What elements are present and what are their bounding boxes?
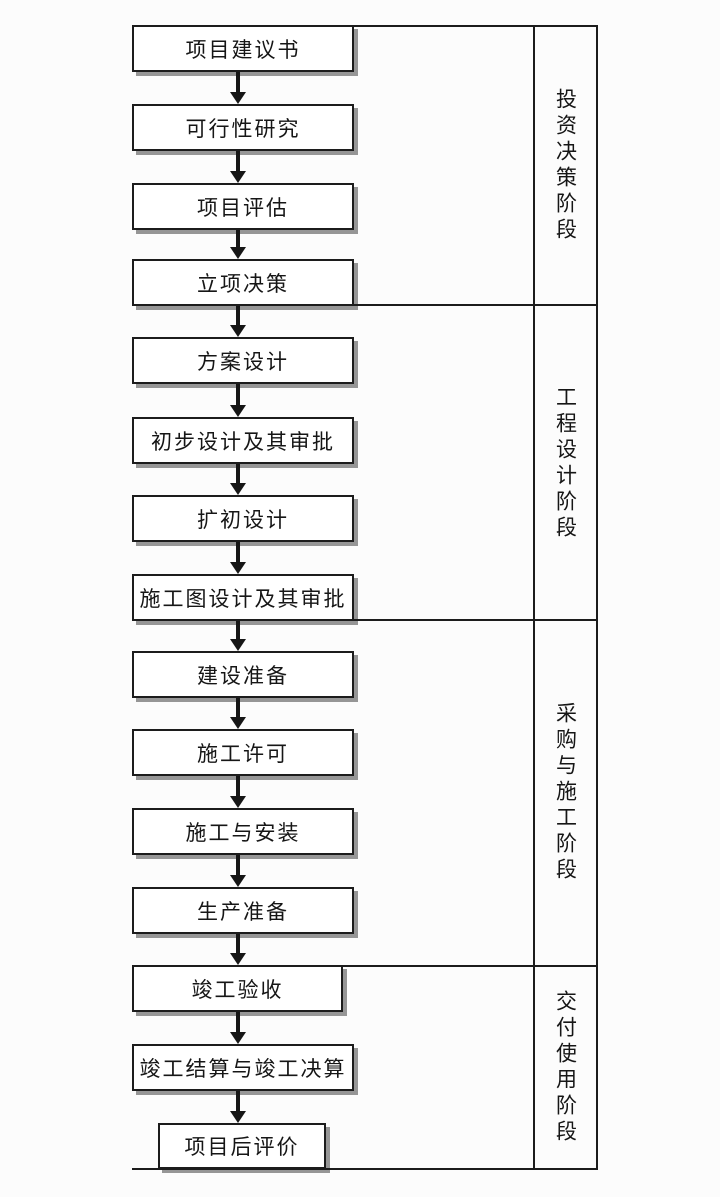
flow-step-label: 竣工验收 [191, 977, 284, 1002]
flow-arrow-down-14 [230, 1091, 246, 1123]
phase-band-investment-decision: 投资决策阶段 [533, 25, 598, 306]
flow-step-label: 项目建议书 [185, 37, 301, 62]
flow-step-box-5: 方案设计 [132, 337, 354, 384]
phase-boundary-line-top [352, 25, 598, 27]
phase-boundary-line-2 [352, 619, 598, 621]
flow-step-label: 项目后评价 [184, 1135, 300, 1159]
phase-band-procurement-construction: 采购与施工阶段 [533, 621, 598, 965]
flow-step-label: 施工许可 [197, 741, 289, 766]
flow-step-label: 初步设计及其审批 [151, 429, 335, 454]
flow-arrow-down-13 [230, 1012, 246, 1044]
phase-boundary-line-3 [341, 965, 598, 967]
flow-step-label: 生产准备 [197, 899, 289, 924]
flow-step-box-11: 施工与安装 [132, 808, 354, 855]
flow-step-box-12: 生产准备 [132, 887, 354, 934]
phase-label: 投资决策阶段 [553, 87, 578, 244]
flow-step-label: 方案设计 [197, 349, 289, 374]
flow-arrow-down-11 [230, 855, 246, 887]
flow-step-box-13: 竣工验收 [132, 965, 343, 1012]
flow-step-box-2: 可行性研究 [132, 104, 354, 151]
flow-step-box-15: 项目后评价 [158, 1123, 326, 1169]
flow-step-box-8: 施工图设计及其审批 [132, 574, 354, 621]
flow-arrow-down-2 [230, 151, 246, 183]
flow-arrow-down-10 [230, 776, 246, 808]
flow-step-label: 施工图设计及其审批 [139, 586, 347, 611]
flow-step-box-9: 建设准备 [132, 651, 354, 698]
phase-label: 采购与施工阶段 [553, 702, 578, 884]
flow-arrow-down-9 [230, 698, 246, 729]
phase-label: 工程设计阶段 [553, 385, 578, 542]
phase-band-delivery-use: 交付使用阶段 [533, 965, 598, 1170]
flow-step-label: 可行性研究 [185, 116, 301, 141]
flow-step-label: 建设准备 [197, 663, 289, 688]
phase-band-engineering-design: 工程设计阶段 [533, 306, 598, 621]
flow-arrow-down-5 [230, 384, 246, 417]
flow-step-box-6: 初步设计及其审批 [132, 417, 354, 464]
flow-step-label: 立项决策 [197, 271, 289, 296]
flow-step-box-1: 项目建议书 [132, 25, 354, 72]
phase-boundary-line-bottom [132, 1168, 598, 1170]
flow-step-label: 施工与安装 [185, 820, 301, 845]
flow-step-box-14: 竣工结算与竣工决算 [132, 1044, 354, 1091]
flow-arrow-down-1 [230, 72, 246, 104]
flow-arrow-down-4 [230, 306, 246, 337]
flow-step-label: 扩初设计 [197, 507, 289, 532]
flow-step-box-4: 立项决策 [132, 259, 354, 306]
flow-step-label: 项目评估 [197, 195, 289, 220]
flow-step-label: 竣工结算与竣工决算 [139, 1056, 347, 1081]
phase-label: 交付使用阶段 [553, 989, 578, 1146]
phase-boundary-line-1 [352, 304, 598, 306]
flow-arrow-down-6 [230, 464, 246, 495]
flow-arrow-down-3 [230, 230, 246, 259]
flow-step-box-3: 项目评估 [132, 183, 354, 230]
flow-step-box-7: 扩初设计 [132, 495, 354, 542]
flow-arrow-down-7 [230, 542, 246, 574]
flow-arrow-down-8 [230, 621, 246, 651]
flow-step-box-10: 施工许可 [132, 729, 354, 776]
flow-arrow-down-12 [230, 934, 246, 965]
